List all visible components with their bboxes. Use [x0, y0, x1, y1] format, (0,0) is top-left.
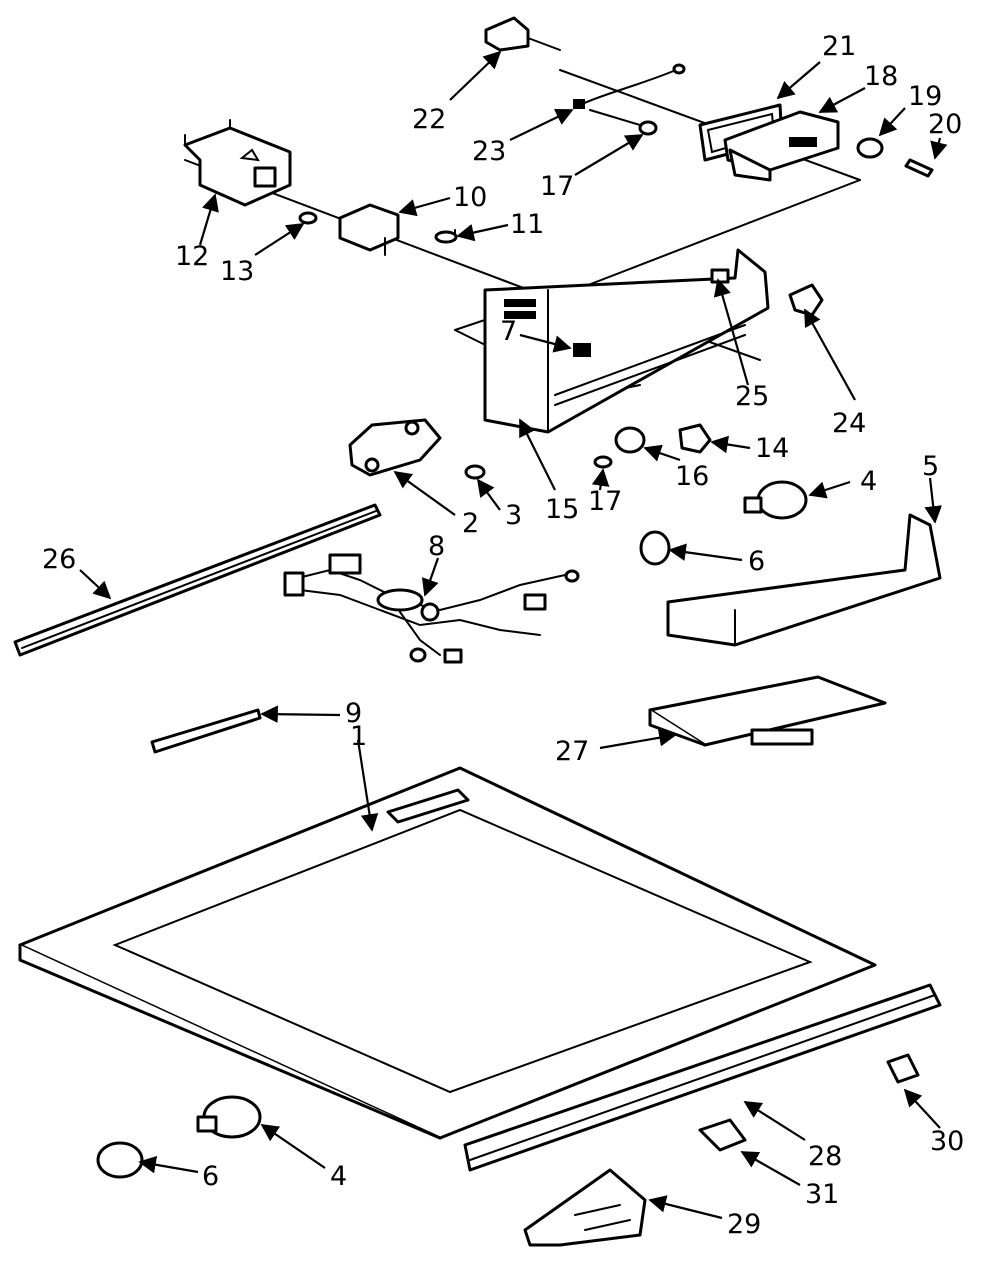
callout-6-lower: 6	[202, 1161, 219, 1192]
part-31-latch	[698, 1118, 747, 1152]
callout-5: 5	[922, 451, 939, 482]
callout-28: 28	[808, 1141, 842, 1172]
callout-21: 21	[822, 31, 856, 62]
part-20-terminal	[904, 158, 934, 178]
callout-22: 22	[412, 104, 446, 135]
callout-29: 29	[727, 1209, 761, 1240]
part-27-shield	[648, 675, 887, 747]
part-15-control-panel	[483, 248, 770, 434]
callout-14: 14	[755, 433, 789, 464]
callout-1: 1	[350, 721, 367, 752]
callout-15: 15	[545, 494, 579, 525]
callout-23: 23	[472, 136, 506, 167]
callout-10: 10	[453, 182, 487, 213]
callout-27: 27	[555, 736, 589, 767]
part-16-lens	[614, 426, 646, 454]
callout-3: 3	[505, 500, 522, 531]
callout-16: 16	[675, 461, 709, 492]
callout-2: 2	[462, 508, 479, 539]
part-9-pin	[150, 708, 262, 754]
callout-20: 20	[928, 109, 962, 140]
callout-17-lower: 17	[588, 486, 622, 517]
part-7-clip	[573, 343, 591, 357]
callout-24: 24	[832, 408, 866, 439]
part-19-bulb	[856, 137, 884, 159]
callout-11: 11	[510, 209, 544, 240]
part-28-bottom-rail	[463, 983, 942, 1172]
part-18-switch-housing	[723, 110, 840, 182]
part-23-wire	[573, 63, 686, 136]
part-26-rail	[13, 503, 382, 657]
callout-8: 8	[428, 531, 445, 562]
callout-31: 31	[805, 1179, 839, 1210]
part-14-socket	[678, 423, 712, 454]
callout-4-upper: 4	[860, 466, 877, 497]
callout-17-upper: 17	[540, 171, 574, 202]
part-6-lens-lower	[96, 1141, 144, 1179]
part-29-cover	[523, 1168, 647, 1247]
callout-9: 9	[345, 698, 362, 729]
part-17-terminal	[593, 455, 613, 469]
callout-18: 18	[864, 61, 898, 92]
part-6-lens-upper	[639, 530, 671, 566]
part-2-thermostat	[348, 418, 442, 477]
part-4-bulb-lower	[196, 1095, 262, 1139]
callout-30: 30	[930, 1126, 964, 1157]
callout-26: 26	[42, 544, 76, 575]
part-5-trim	[666, 513, 942, 647]
part-10-relay	[338, 203, 400, 256]
part-30-hinge	[886, 1053, 920, 1084]
part-1-door-frame	[18, 766, 877, 1140]
part-12-bracket	[183, 119, 292, 207]
part-4-bulb-upper	[743, 480, 808, 520]
callout-6-upper: 6	[748, 546, 765, 577]
callout-7: 7	[500, 316, 517, 347]
part-8-harness	[283, 553, 580, 664]
callout-4-lower: 4	[330, 1161, 347, 1192]
callout-19: 19	[908, 81, 942, 112]
part-25-switch	[710, 268, 730, 284]
part-3-terminal	[464, 464, 486, 480]
part-13-terminal	[298, 211, 318, 225]
callout-labels: 22 21 18 19 20 23 17 10 11 12 13 7 25 24…	[42, 31, 964, 1240]
part-22-connector	[484, 16, 561, 52]
callout-25: 25	[735, 381, 769, 412]
part-11-terminal	[434, 230, 458, 244]
callout-13: 13	[220, 256, 254, 287]
part-24-knob	[788, 283, 824, 317]
leader-arrows	[79, 50, 948, 1220]
callout-12: 12	[175, 241, 209, 272]
